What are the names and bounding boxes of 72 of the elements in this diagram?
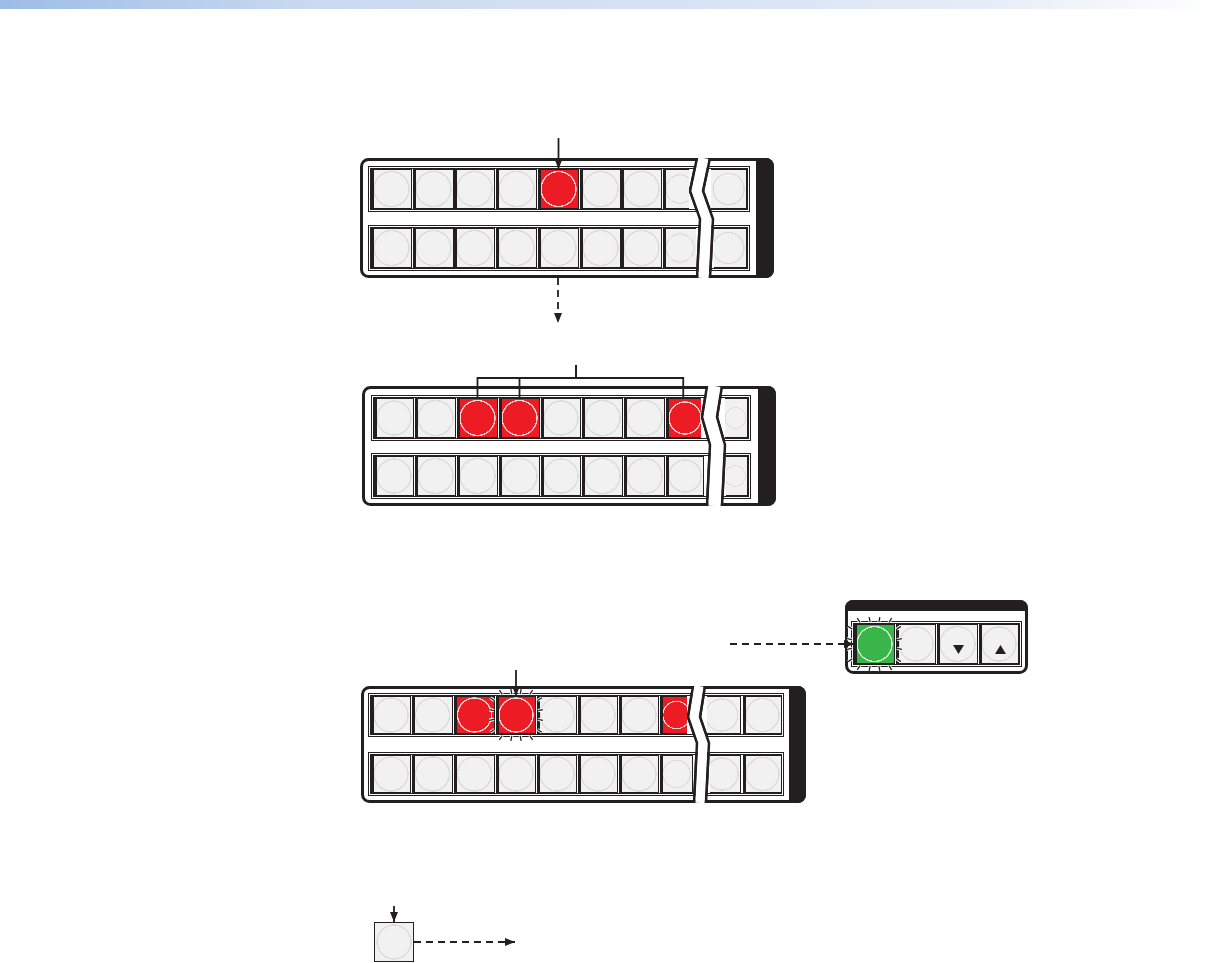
push-button — [454, 228, 495, 268]
push-button — [663, 169, 689, 209]
button-panel — [360, 158, 774, 278]
push-button — [582, 398, 623, 438]
lit-button — [854, 624, 895, 664]
push-button — [415, 398, 456, 438]
push-button — [619, 696, 659, 734]
button-panel — [845, 600, 1028, 674]
push-button — [454, 169, 495, 209]
push-button — [707, 696, 741, 734]
push-button — [499, 456, 540, 496]
push-button — [371, 169, 412, 209]
push-button — [412, 755, 453, 793]
push-button — [537, 755, 577, 793]
push-button — [580, 169, 621, 209]
push-button — [371, 228, 412, 268]
dashed-arrow — [554, 277, 562, 324]
push-button — [541, 398, 581, 438]
push-button — [374, 456, 414, 496]
push-button — [666, 456, 704, 496]
push-button — [743, 696, 782, 734]
arrow — [512, 669, 520, 697]
push-button — [413, 228, 454, 268]
button-panel — [361, 686, 806, 803]
push-button — [580, 228, 621, 268]
push-button — [374, 398, 414, 438]
push-button — [496, 228, 537, 268]
push-button — [538, 228, 579, 268]
push-button — [371, 755, 411, 793]
leader-line — [575, 364, 685, 399]
push-button — [660, 755, 693, 793]
push-button — [743, 755, 782, 793]
lit-button — [666, 398, 701, 438]
push-button — [413, 169, 454, 209]
lit-button — [457, 398, 498, 438]
arrow — [390, 905, 398, 923]
push-button — [619, 755, 659, 793]
push-button — [578, 755, 618, 793]
push-button — [582, 456, 623, 496]
push-button — [709, 755, 741, 793]
push-button — [374, 922, 414, 962]
lit-button — [496, 696, 536, 734]
push-button — [496, 169, 537, 209]
lit-button — [538, 169, 579, 209]
push-button — [624, 398, 665, 438]
push-button — [578, 696, 618, 734]
push-button — [896, 624, 936, 664]
push-button — [710, 169, 747, 209]
push-button — [714, 228, 747, 268]
push-button — [979, 624, 1019, 664]
arrow — [554, 137, 563, 170]
push-button — [412, 696, 453, 734]
push-button — [621, 169, 662, 209]
push-button — [457, 456, 498, 496]
lit-button — [499, 398, 540, 438]
push-button — [541, 456, 581, 496]
dashed-arrow — [413, 938, 516, 946]
push-button — [371, 696, 411, 734]
lit-button — [454, 696, 495, 734]
push-button — [496, 755, 536, 793]
push-button — [621, 228, 662, 268]
push-button — [724, 398, 748, 438]
push-button — [937, 624, 978, 664]
push-button — [454, 755, 495, 793]
lit-button — [660, 696, 687, 734]
button-panel — [362, 386, 776, 506]
push-button — [663, 228, 696, 268]
dashed-arrow — [729, 640, 855, 648]
push-button — [415, 456, 456, 496]
push-button — [725, 456, 748, 496]
push-button — [624, 456, 665, 496]
push-button — [537, 696, 577, 734]
